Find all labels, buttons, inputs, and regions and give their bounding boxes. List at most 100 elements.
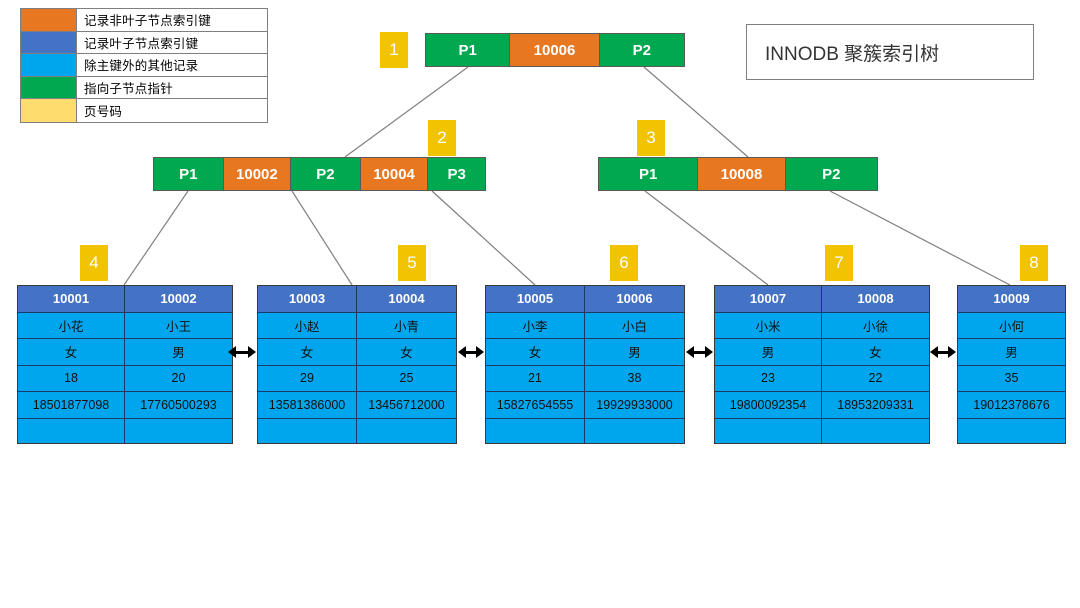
child-pointer-cell[interactable]: P2	[599, 34, 684, 66]
legend-swatch-nonleaf-key	[21, 9, 77, 31]
arrow-head-left	[458, 346, 466, 358]
legend-row: 记录非叶子节点索引键	[21, 9, 267, 32]
connector-line	[291, 190, 353, 286]
record-field-phone: 13456712000	[357, 392, 456, 419]
child-pointer-cell[interactable]: P1	[154, 158, 224, 190]
legend-label: 指向子节点指针	[84, 82, 173, 97]
page-number-badge: 7	[825, 245, 853, 281]
arrow-bar	[466, 350, 476, 354]
legend-panel: 记录非叶子节点索引键记录叶子节点索引键除主键外的其他记录指向子节点指针页号码	[20, 8, 268, 123]
record-field-age: 23	[715, 365, 821, 392]
record-field-name: 小花	[18, 312, 124, 339]
record-field-age: 38	[585, 365, 684, 392]
record-field-age: 21	[486, 365, 584, 392]
legend-swatch-child-pointer	[21, 76, 77, 99]
record-field-phone: 17760500293	[125, 392, 232, 419]
child-pointer-cell[interactable]: P1	[426, 34, 511, 66]
record-field-age: 25	[357, 365, 456, 392]
record-field-phone: 15827654555	[486, 392, 584, 419]
record-primary-key: 10009	[958, 286, 1065, 313]
legend-row: 记录叶子节点索引键	[21, 31, 267, 55]
page-number-badge: 5	[398, 245, 426, 281]
page-number-badge: 1	[380, 32, 408, 68]
record-field-name: 小王	[125, 312, 232, 339]
arrow-head-right	[948, 346, 956, 358]
page-title: INNODB 聚簇索引树	[765, 43, 940, 65]
record-field-name: 小赵	[258, 312, 356, 339]
record-field-gender: 女	[18, 339, 124, 366]
record-field-name: 小米	[715, 312, 821, 339]
record-field-age: 29	[258, 365, 356, 392]
arrow-head-left	[228, 346, 236, 358]
connector-line	[829, 190, 1011, 286]
record-field-gender: 男	[585, 339, 684, 366]
arrow-head-left	[686, 346, 694, 358]
legend-row: 页号码	[21, 99, 267, 122]
arrow-bar	[694, 350, 705, 354]
arrow-head-left	[930, 346, 938, 358]
child-pointer-cell[interactable]: P2	[785, 158, 877, 190]
record-field-phone: 18501877098	[18, 392, 124, 419]
legend-swatch-other-record	[21, 54, 77, 76]
leaf-sibling-link-arrow	[930, 346, 956, 358]
record-field-gender: 男	[715, 339, 821, 366]
record-field-age: 22	[822, 365, 929, 392]
record-field-gender: 女	[486, 339, 584, 366]
arrow-head-right	[476, 346, 484, 358]
index-key-cell[interactable]: 10004	[360, 158, 429, 190]
record-field-gender: 女	[357, 339, 456, 366]
record-empty-slot	[486, 418, 584, 443]
record-field-gender: 男	[125, 339, 232, 366]
legend-swatch-leaf-key	[21, 31, 77, 54]
record-primary-key: 10007	[715, 286, 821, 313]
index-key-cell[interactable]: 10006	[510, 34, 600, 66]
record-field-age: 18	[18, 365, 124, 392]
child-pointer-cell[interactable]: P1	[599, 158, 699, 190]
index-key-cell[interactable]: 10002	[223, 158, 292, 190]
legend-label: 记录非叶子节点索引键	[84, 14, 212, 29]
child-pointer-cell[interactable]: P2	[291, 158, 361, 190]
legend-label: 页号码	[84, 105, 123, 120]
child-pointer-cell[interactable]: P3	[428, 158, 485, 190]
record-empty-slot	[357, 418, 456, 443]
record-field-phone: 19800092354	[715, 392, 821, 419]
page-number-badge: 2	[428, 120, 456, 156]
connector-line	[123, 190, 189, 286]
record-primary-key: 10006	[585, 286, 684, 313]
record-primary-key: 10001	[18, 286, 124, 313]
record-field-phone: 19929933000	[585, 392, 684, 419]
index-key-cell[interactable]: 10008	[698, 158, 786, 190]
record-empty-slot	[18, 418, 124, 443]
record-primary-key: 10004	[357, 286, 456, 313]
record-empty-slot	[258, 418, 356, 443]
record-field-name: 小李	[486, 312, 584, 339]
record-field-phone: 19012378676	[958, 392, 1065, 419]
arrow-bar	[938, 350, 948, 354]
page-number-badge: 8	[1020, 245, 1048, 281]
page-number-badge: 3	[637, 120, 665, 156]
record-field-gender: 女	[822, 339, 929, 366]
leaf-sibling-link-arrow	[686, 346, 713, 358]
leaf-sibling-link-arrow	[228, 346, 256, 358]
record-primary-key: 10003	[258, 286, 356, 313]
record-field-name: 小白	[585, 312, 684, 339]
record-empty-slot	[958, 418, 1065, 443]
